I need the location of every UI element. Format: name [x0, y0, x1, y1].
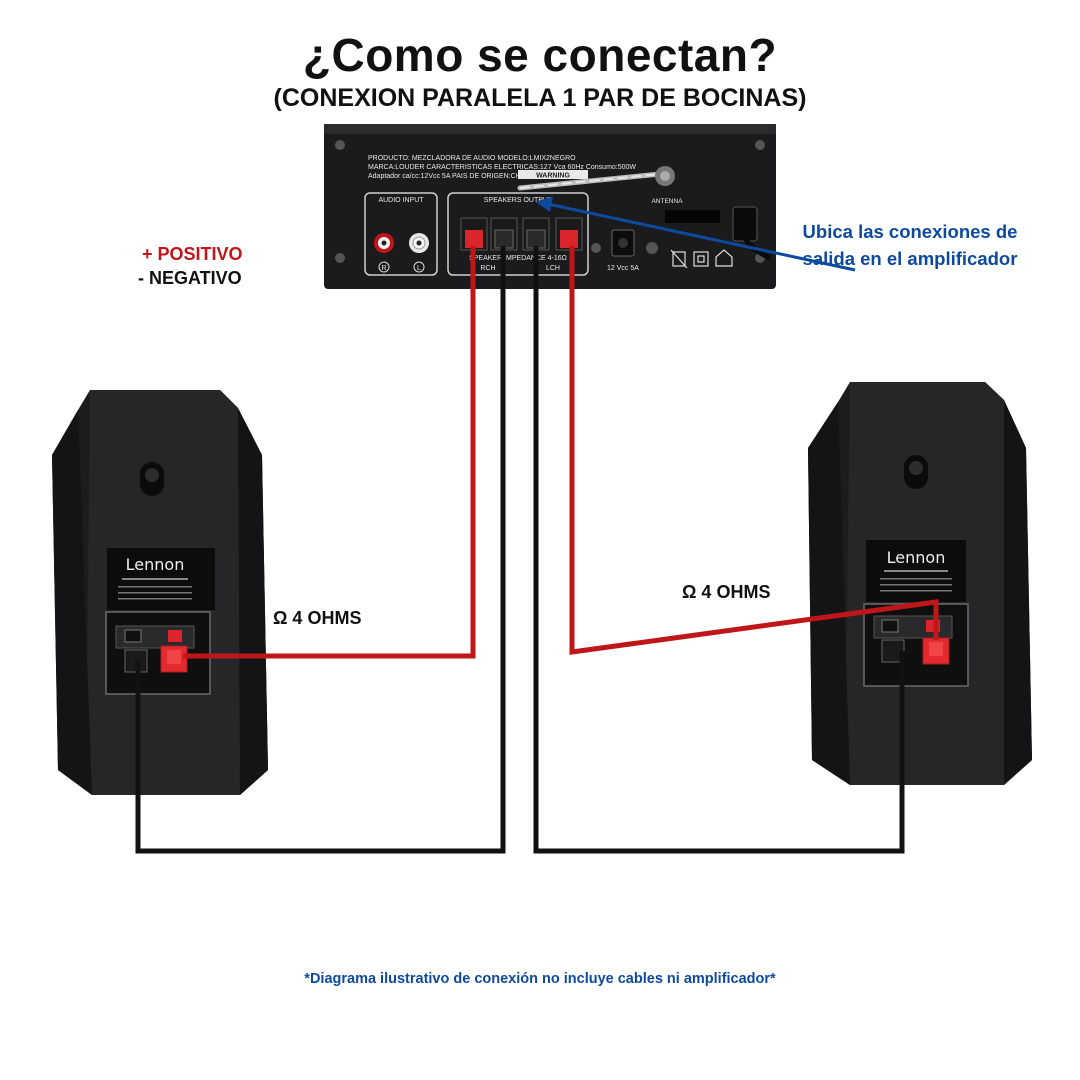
compliance-icons: [670, 249, 733, 269]
callout-text: Ubica las conexiones de salida en el amp…: [802, 221, 1018, 269]
page-subtitle: (CONEXION PARALELA 1 PAR DE BOCINAS): [273, 84, 807, 112]
rca-l-label: L: [417, 265, 421, 272]
rca-right-jack-icon: [374, 233, 394, 253]
wire-positive-right: [569, 246, 939, 655]
amp-warning: WARNING: [536, 173, 570, 180]
speaker-left: Lennon: [52, 390, 268, 795]
lch-label: LCH: [546, 265, 560, 272]
dc-label: 12 Vcc 5A: [607, 265, 639, 272]
wire-positive-left: [183, 246, 476, 659]
amp-spec-line3: Adaptador ca/cc:12Vcc 5A PAIS DE ORIGEN:…: [368, 173, 533, 180]
screw-icon: [335, 253, 345, 263]
impedance-label: SPEAKER IMPEDANCE 4-16Ω: [469, 255, 567, 262]
speaker-right: Lennon: [808, 382, 1032, 785]
antenna-label: ANTENNA: [651, 198, 683, 205]
rch-label: RCH: [480, 265, 495, 272]
terminal-rch-positive: [460, 217, 488, 251]
disclaimer-text: *Diagrama ilustrativo de conexión no inc…: [304, 971, 776, 987]
legend-positive: + POSITIVO: [142, 244, 243, 264]
impedance-left-label: Ω 4 OHMS: [273, 608, 362, 628]
speaker-right-brand: Lennon: [887, 548, 946, 567]
page-title: ¿Como se conectan?: [302, 29, 778, 81]
dc-jack-icon: [611, 229, 635, 257]
screw-icon: [646, 242, 658, 254]
screw-icon: [591, 243, 601, 253]
wires: [135, 246, 939, 854]
terminal-lch-positive: [555, 217, 583, 251]
terminal-lch-negative: [522, 217, 550, 251]
amp-spec-line2: MARCA:LOUDER CARACTERISTICAS ELECTRICAS:…: [368, 164, 636, 171]
antenna-icon: [517, 166, 675, 191]
screw-icon: [335, 140, 345, 150]
terminal-rch-negative: [490, 217, 518, 251]
wire-negative-left: [135, 246, 506, 854]
callout-arrow-icon: [536, 196, 856, 272]
amp-spec-line1: PRODUCTO: MEZCLADORA DE AUDIO MODELO:LMI…: [368, 155, 576, 162]
speaker-left-brand: Lennon: [126, 555, 185, 574]
speakers-output-label: SPEAKERS OUTPUT: [484, 197, 553, 204]
impedance-right-label: Ω 4 OHMS: [682, 582, 771, 602]
legend-negative: - NEGATIVO: [138, 268, 242, 288]
audio-input-label: AUDIO INPUT: [378, 197, 424, 204]
screw-icon: [755, 140, 765, 150]
rca-r-label: R: [381, 265, 386, 272]
rca-left-jack-icon: [409, 233, 429, 253]
wire-negative-right: [533, 246, 905, 854]
